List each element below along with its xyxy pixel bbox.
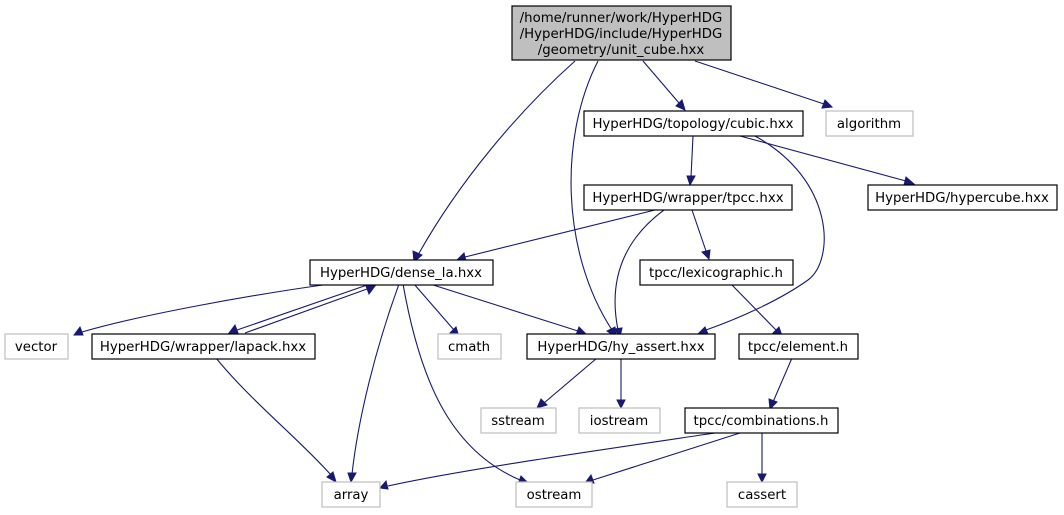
edge-lapack-to-array xyxy=(215,357,337,484)
node-cubic-label: HyperHDG/topology/cubic.hxx xyxy=(592,117,793,132)
edge-cubic-to-tpcc xyxy=(686,135,696,187)
node-iostream[interactable]: iostream xyxy=(578,407,661,434)
edge-element-to-combinations xyxy=(768,357,793,411)
node-sstream[interactable]: sstream xyxy=(480,407,557,434)
node-unit-cube-line-3: /geometry/unit_cube.hxx xyxy=(538,43,705,58)
node-cassert[interactable]: cassert xyxy=(726,481,798,508)
node-tpcc[interactable]: HyperHDG/wrapper/tpcc.hxx xyxy=(583,184,793,211)
edge-lexicographic-to-element xyxy=(730,283,783,337)
node-vector[interactable]: vector xyxy=(4,333,69,360)
node-lapack[interactable]: HyperHDG/wrapper/lapack.hxx xyxy=(91,333,316,360)
node-hypercube-label: HyperHDG/hypercube.hxx xyxy=(875,191,1049,206)
edge-dense-la-to-ostream xyxy=(402,283,530,485)
edge-lapack-to-dense-la xyxy=(244,285,376,334)
node-unit-cube-line-2: /HyperHDG/include/HyperHDG xyxy=(520,27,723,42)
node-ostream-label: ostream xyxy=(527,488,582,503)
edge-hy-assert-to-sstream xyxy=(536,357,598,409)
node-iostream-label: iostream xyxy=(590,414,648,429)
edge-combinations-to-array xyxy=(379,432,716,490)
node-element[interactable]: tpcc/element.h xyxy=(738,333,859,360)
node-array-label: array xyxy=(334,488,369,503)
graph-edges xyxy=(73,60,916,490)
node-algorithm-label: algorithm xyxy=(837,117,901,132)
node-cubic[interactable]: HyperHDG/topology/cubic.hxx xyxy=(583,110,804,137)
node-vector-label: vector xyxy=(15,340,58,355)
node-hy-assert[interactable]: HyperHDG/hy_assert.hxx xyxy=(526,333,716,360)
edge-dense-la-to-hy-assert xyxy=(429,283,588,336)
edge-tpcc-to-lexicographic xyxy=(691,209,711,261)
node-ostream[interactable]: ostream xyxy=(515,481,593,508)
edge-cubic-to-hypercube xyxy=(739,135,916,186)
node-lapack-label: HyperHDG/wrapper/lapack.hxx xyxy=(100,340,306,355)
graph-nodes: /home/runner/work/HyperHDG /HyperHDG/inc… xyxy=(4,5,1058,508)
node-unit-cube-line-1: /home/runner/work/HyperHDG xyxy=(520,11,723,26)
edge-hy-assert-to-iostream xyxy=(616,358,626,410)
edge-dense-la-to-vector xyxy=(73,283,331,336)
node-sstream-label: sstream xyxy=(491,414,545,429)
node-dense-la-label: HyperHDG/dense_la.hxx xyxy=(320,266,482,281)
edge-unit-cube-to-algorithm xyxy=(694,60,834,109)
node-element-label: tpcc/element.h xyxy=(748,340,848,355)
node-cmath-label: cmath xyxy=(448,340,490,355)
edge-dense-la-to-array xyxy=(347,283,400,484)
edge-combinations-to-cassert xyxy=(757,433,767,484)
node-array[interactable]: array xyxy=(321,481,381,508)
edge-unit-cube-to-cubic xyxy=(642,60,686,111)
edge-unit-cube-to-dense-la xyxy=(412,60,576,264)
node-hy-assert-label: HyperHDG/hy_assert.hxx xyxy=(537,340,704,355)
node-cassert-label: cassert xyxy=(738,488,786,503)
node-cmath[interactable]: cmath xyxy=(437,333,502,360)
node-combinations-label: tpcc/combinations.h xyxy=(694,414,829,429)
edge-cubic-to-hy-assert xyxy=(696,135,825,335)
edge-dense-la-to-lapack xyxy=(228,283,371,334)
node-algorithm[interactable]: algorithm xyxy=(825,110,914,137)
node-unit-cube[interactable]: /home/runner/work/HyperHDG /HyperHDG/inc… xyxy=(511,5,732,61)
node-lexicographic-label: tpcc/lexicographic.h xyxy=(649,266,783,281)
node-hypercube[interactable]: HyperHDG/hypercube.hxx xyxy=(867,184,1058,211)
node-tpcc-label: HyperHDG/wrapper/tpcc.hxx xyxy=(592,191,783,206)
node-lexicographic[interactable]: tpcc/lexicographic.h xyxy=(639,259,794,286)
edge-tpcc-to-dense-la xyxy=(455,209,656,262)
edge-dense-la-to-cmath xyxy=(413,283,460,338)
node-dense-la[interactable]: HyperHDG/dense_la.hxx xyxy=(309,259,494,286)
node-combinations[interactable]: tpcc/combinations.h xyxy=(684,407,839,434)
